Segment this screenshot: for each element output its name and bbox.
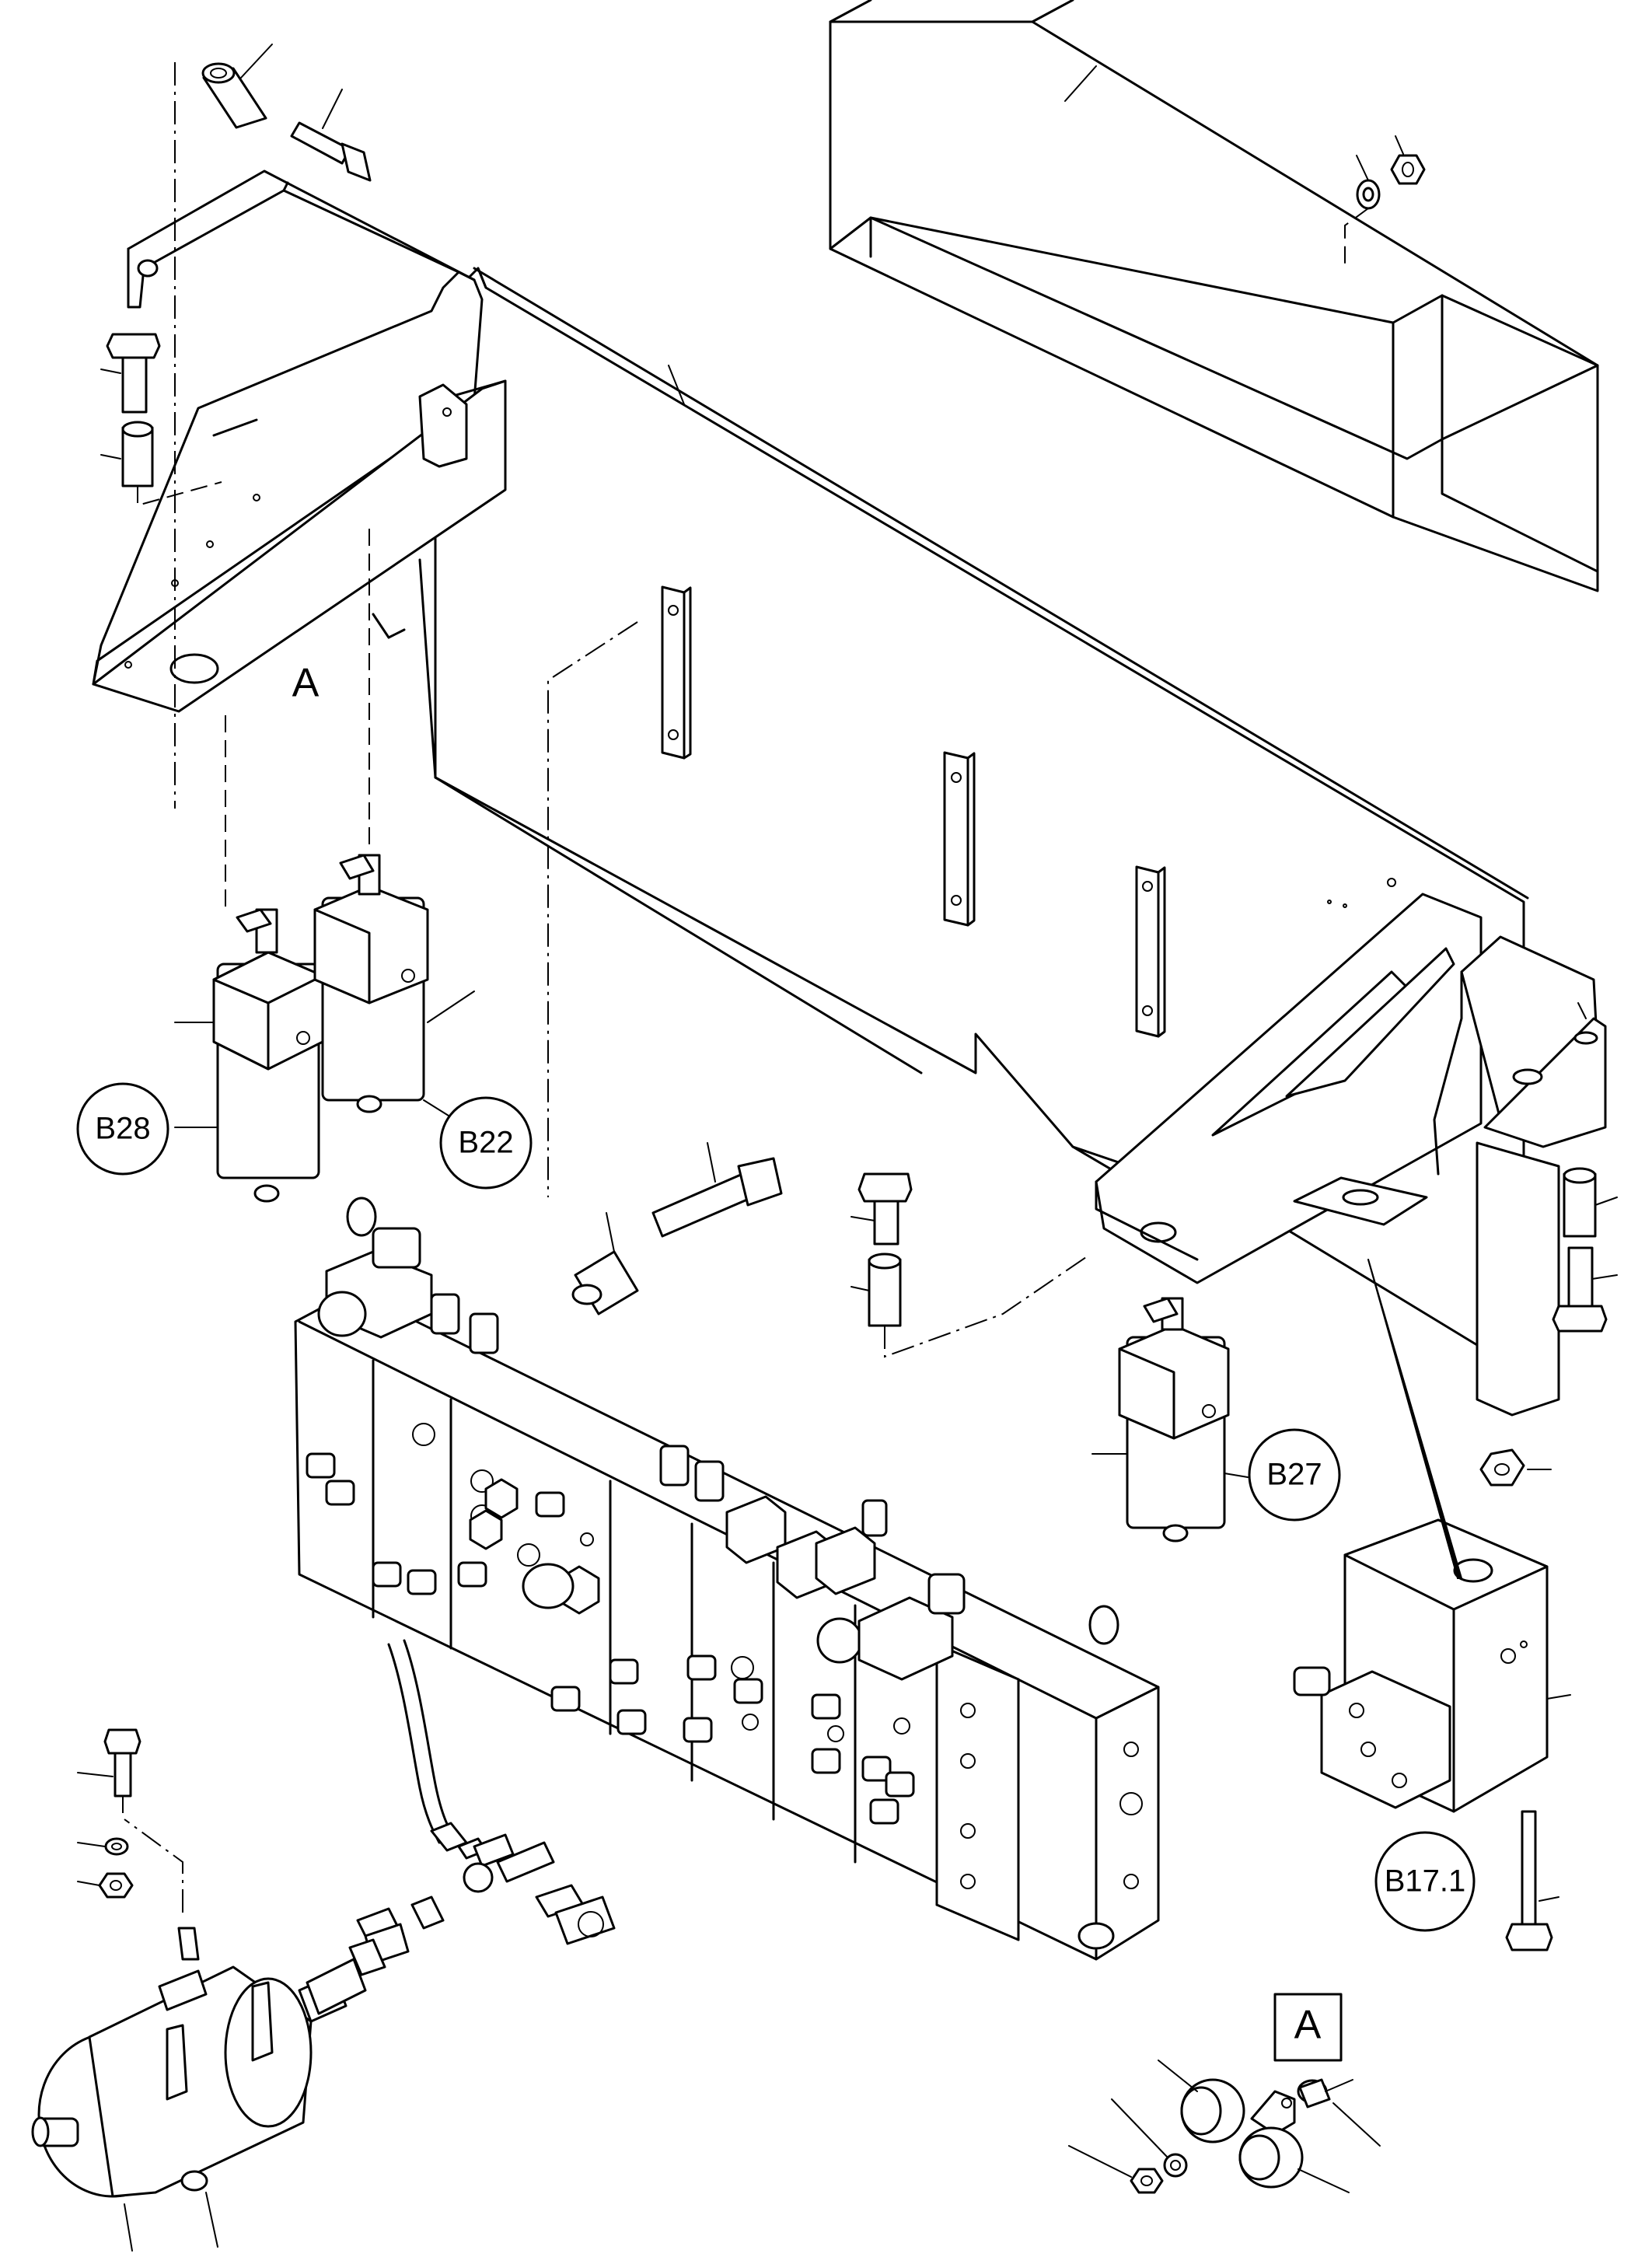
filter-b27 xyxy=(1091,1297,1249,1543)
detail-a: A xyxy=(1068,1993,1381,2194)
center-spacer-bolt xyxy=(571,1142,783,1315)
frame-nut-washer xyxy=(1344,135,1426,264)
hose-assembly xyxy=(356,1639,616,1965)
callout-b22-label: B22 xyxy=(458,1126,513,1160)
detail-box-label: A xyxy=(1294,2003,1322,2048)
valve-fittings xyxy=(306,1293,915,1825)
callout-b22: B22 xyxy=(439,1096,533,1190)
callout-b27: B27 xyxy=(1248,1428,1341,1522)
accumulator-fasteners xyxy=(77,1728,141,1899)
callout-b27-label: B27 xyxy=(1266,1458,1322,1492)
callout-b17-1-label: B17.1 xyxy=(1385,1864,1466,1899)
callout-b28-label: B28 xyxy=(95,1112,150,1146)
vehicle-frame xyxy=(829,0,1599,592)
callout-b17-1: B17.1 xyxy=(1374,1831,1476,1932)
valve-b17-1 xyxy=(1293,1259,1571,1951)
callout-b28: B28 xyxy=(76,1082,169,1176)
right-center-bolt-spacer xyxy=(850,1172,1089,1358)
right-bracket xyxy=(1095,893,1607,1417)
top-spacer-bolt xyxy=(174,44,372,809)
filter-b28 xyxy=(174,908,324,1203)
filter-b22 xyxy=(313,854,475,1120)
right-edge-bolt-spacer xyxy=(1552,1167,1618,1333)
detail-marker: A xyxy=(292,661,320,706)
accumulator xyxy=(31,1819,386,2252)
left-bolt-spacer xyxy=(100,333,222,507)
leader-lines xyxy=(225,529,638,1197)
left-bracket xyxy=(92,169,507,713)
valve-block xyxy=(294,1197,1160,1961)
mounting-strips xyxy=(661,585,1166,1038)
